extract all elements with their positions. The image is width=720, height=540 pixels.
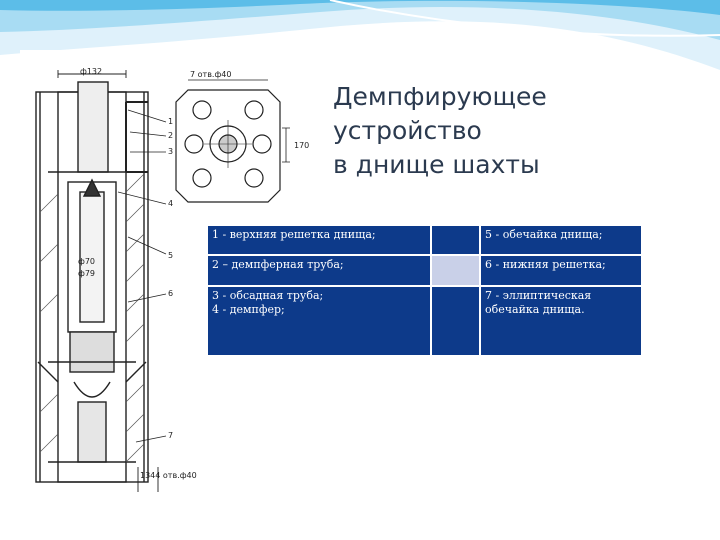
legend-cell: 7 - эллиптическая обечайка днища. — [479, 285, 643, 357]
slide-title-line-1: Демпфирующее устройство — [333, 82, 547, 145]
slide-title-line-2: в днище шахты — [333, 150, 540, 179]
dim-holes-bottom: 1344 отв.ф40 — [140, 471, 197, 480]
legend-table: 1 - верхняя решетка днища; 5 - обечайка … — [206, 224, 643, 357]
legend-cell: 5 - обечайка днища; — [479, 224, 643, 256]
legend-cell: 2 – демпферная труба; — [206, 254, 432, 287]
dim-diameter-top: ф132 — [80, 67, 102, 76]
slide-title: Демпфирующее устройство в днище шахты — [333, 80, 703, 182]
grid-plate-plan-view — [175, 79, 290, 203]
legend-line: обечайка днища. — [485, 303, 585, 316]
legend-row: 1 - верхняя решетка днища; 5 - обечайка … — [206, 224, 643, 256]
callout-7: 7 — [168, 431, 173, 440]
callout-4: 4 — [168, 199, 173, 208]
legend-line: 3 - обсадная труба; — [212, 289, 324, 302]
legend-row: 2 – демпферная труба; 6 - нижняя решетка… — [206, 254, 643, 287]
legend-line: 7 - эллиптическая — [485, 289, 592, 302]
legend-row: 3 - обсадная труба; 4 - демпфер; 7 - элл… — [206, 285, 643, 357]
legend-cell: 6 - нижняя решетка; — [479, 254, 643, 287]
callout-1: 1 — [168, 117, 173, 126]
legend-spacer-cell — [430, 224, 481, 256]
callout-5: 5 — [168, 251, 173, 260]
callout-2: 2 — [168, 131, 173, 140]
legend-line: 4 - демпфер; — [212, 303, 285, 316]
wall-hatching — [39, 173, 145, 463]
legend-spacer-cell — [430, 285, 481, 357]
legend-cell: 3 - обсадная труба; 4 - демпфер; — [206, 285, 432, 357]
dim-d70: ф70 — [78, 257, 95, 266]
legend-cell: 1 - верхняя решетка днища; — [206, 224, 432, 256]
shaft-assembly — [35, 81, 149, 483]
technical-drawing: ф132 ф70 ф79 1344 отв.ф40 1 2 3 4 5 6 7 — [35, 67, 309, 492]
callout-6: 6 — [168, 289, 173, 298]
dim-holes-top: 7 отв.ф40 — [190, 70, 231, 79]
callout-3: 3 — [168, 147, 173, 156]
dim-d79: ф79 — [78, 269, 95, 278]
legend-spacer-cell — [430, 254, 481, 287]
dim-height: 170 — [294, 141, 309, 150]
